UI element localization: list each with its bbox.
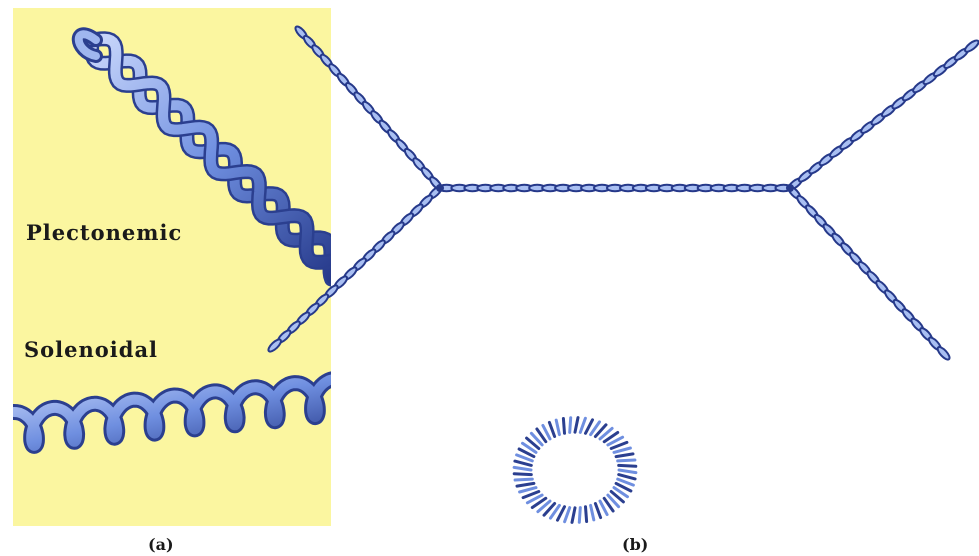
solenoidal-coil [14, 379, 335, 446]
supercoil-link [963, 39, 979, 54]
plectonemic-label: Plectonemic [26, 220, 182, 245]
ring-coil [517, 483, 534, 486]
ring-coil [619, 470, 636, 473]
ring-coil [579, 508, 580, 523]
supercoil-link [936, 345, 952, 361]
branch-node [786, 184, 794, 192]
ring-coil [619, 475, 635, 479]
ring-coil [572, 508, 575, 523]
ring-coil [614, 448, 630, 452]
ring-coil [586, 507, 587, 522]
ring-coil [618, 460, 635, 461]
ring-coil [591, 505, 594, 520]
ring-coil [563, 419, 564, 434]
ring-coil [616, 454, 633, 457]
ring-coil [514, 474, 531, 475]
ring-coil [619, 465, 636, 466]
solenoidal-label: Solenoidal [24, 337, 158, 362]
supercoil-link [267, 338, 283, 354]
ring-coil [575, 418, 578, 433]
ring-coil [595, 504, 600, 518]
ring-coil [580, 418, 585, 432]
ring-coil [556, 420, 559, 435]
caption-a: (a) [148, 535, 174, 554]
branch-node [436, 184, 444, 192]
ring-coil [515, 461, 531, 465]
ring-coil [520, 488, 536, 492]
ring-coil [514, 467, 531, 470]
ring-coil [549, 422, 554, 436]
caption-b: (b) [622, 535, 648, 554]
ring-coil [570, 418, 571, 433]
ring-coil [515, 479, 532, 480]
solenoid-ring [514, 418, 636, 523]
branched-supercoil [267, 25, 979, 362]
ring-coil [565, 508, 570, 522]
